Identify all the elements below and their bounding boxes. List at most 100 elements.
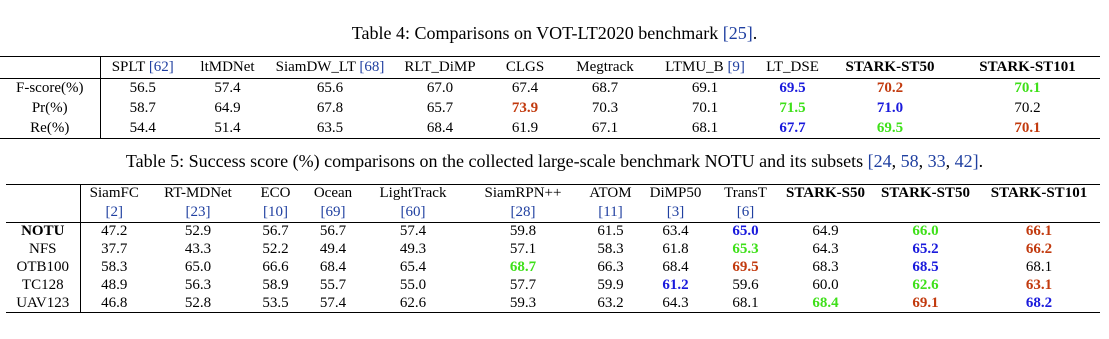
- table5-caption-label: Table 5:: [125, 151, 185, 171]
- table4-header-cell: SPLT [62]: [100, 56, 185, 79]
- table5-ref-cell[interactable]: [11]: [583, 202, 638, 223]
- table5-ref-cell: [873, 202, 978, 223]
- table5-cell: 66.6: [262, 259, 289, 275]
- table5-caption-ref[interactable]: 42]: [954, 151, 979, 171]
- table5-cell: 61.8: [662, 241, 689, 257]
- table5-cell: 68.1: [1025, 259, 1053, 275]
- table5: SiamFC RT-MDNet ECO Ocean LightTrack Sia…: [6, 184, 1100, 313]
- table4-cell: 70.2: [1014, 100, 1041, 116]
- table4-cell: 73.9: [511, 100, 539, 116]
- table5-cell: 60.0: [812, 277, 839, 293]
- table5-cell: 66.3: [597, 259, 624, 275]
- table5-row-label: NFS: [6, 240, 81, 259]
- table5-ref-cell[interactable]: [3]: [638, 202, 713, 223]
- table5-caption-ref[interactable]: 58: [900, 151, 919, 171]
- table5-cell: 52.9: [184, 223, 212, 240]
- table5-cell: 58.3: [597, 241, 624, 257]
- table4-cell: 69.1: [691, 80, 719, 97]
- table5-ref-row: [2] [23] [10] [69] [60] [28] [11] [3] [6…: [6, 202, 1100, 223]
- table5-cell: 56.7: [262, 223, 289, 240]
- table4-cell: 67.7: [779, 119, 806, 136]
- table5-cell: 65.0: [184, 259, 212, 275]
- table4-cell: 65.7: [426, 100, 454, 116]
- table5-cell: 57.4: [319, 294, 347, 311]
- table5-cell: 57.1: [509, 241, 537, 257]
- table5-header-cell: ECO: [260, 185, 291, 202]
- table4-caption-text: Comparisons on VOT-LT2020 benchmark: [414, 23, 719, 43]
- table4-cell: 70.3: [591, 100, 619, 116]
- table5-cell: 68.4: [319, 259, 347, 275]
- table5-row-label: UAV123: [6, 294, 81, 313]
- table5-cell: 66.2: [1025, 241, 1053, 257]
- table5-row-label: NOTU: [6, 222, 81, 241]
- table5-caption-ref[interactable]: [24: [867, 151, 892, 171]
- table5-ref-cell[interactable]: [2]: [80, 202, 148, 223]
- table5-cell: 65.0: [732, 223, 759, 240]
- table4-cell: 56.5: [129, 80, 156, 97]
- table4-cell: 69.5: [779, 80, 806, 97]
- table5-caption-ref[interactable]: 33: [927, 151, 946, 171]
- table5-header-cell: Ocean: [313, 185, 353, 202]
- table5-ref-cell[interactable]: [6]: [713, 202, 778, 223]
- table5-cell: 63.1: [1025, 277, 1053, 293]
- table5-ref-cell[interactable]: [23]: [148, 202, 248, 223]
- table5-ref-cell[interactable]: [60]: [363, 202, 463, 223]
- table5-cell: 37.7: [101, 241, 128, 257]
- table4-cell: 67.1: [591, 119, 619, 136]
- table5-cell: 47.2: [101, 223, 128, 240]
- table4-cell: 57.4: [214, 80, 241, 97]
- table5-cell: 68.7: [509, 259, 537, 275]
- table4-header-cell: STARK-ST50: [825, 56, 955, 79]
- table4-cell: 71.0: [876, 100, 904, 116]
- table4-header-cell: SiamDW_LT [68]: [270, 56, 390, 79]
- table4-cell: 61.9: [511, 119, 539, 136]
- table4-cell: 54.4: [129, 119, 156, 136]
- table4-cell: 65.6: [316, 80, 344, 97]
- table4-header-cell: Megtrack: [560, 56, 650, 79]
- table5-cell: 65.2: [912, 241, 939, 257]
- table5-caption-end: .: [978, 151, 984, 171]
- table5-cell: 53.5: [262, 294, 289, 311]
- table5-caption: Table 5: Success score (%) comparisons o…: [125, 151, 984, 171]
- table4-cell: 67.8: [316, 100, 344, 116]
- table5-ref-cell[interactable]: [10]: [248, 202, 303, 223]
- table5-ref-cell[interactable]: [28]: [463, 202, 583, 223]
- table5-cell: 57.4: [399, 223, 427, 240]
- table5-header-cell: STARK-ST101: [990, 185, 1088, 202]
- table5-cell: 49.3: [399, 241, 427, 257]
- table5-header-cell: RT-MDNet: [164, 185, 232, 202]
- table4-caption-ref[interactable]: [25]: [722, 23, 753, 43]
- table5-header-row: SiamFC RT-MDNet ECO Ocean LightTrack Sia…: [6, 184, 1100, 223]
- table5-header-cell: LightTrack: [379, 185, 447, 202]
- table5-cell: 64.3: [662, 294, 689, 311]
- table4-cell: 70.1: [1014, 80, 1041, 97]
- table5-ref-cell[interactable]: [69]: [303, 202, 363, 223]
- table5-cell: 56.3: [184, 277, 212, 293]
- table4-header-row: SPLT [62] ltMDNet SiamDW_LT [68] RLT_DiM…: [0, 56, 1100, 79]
- table5-cell: 68.2: [1025, 294, 1053, 311]
- table5-cell: 68.1: [732, 294, 759, 311]
- table4-cell: 58.7: [129, 100, 156, 116]
- table5-header-cell: SiamFC: [89, 185, 139, 202]
- table5-cell: 52.2: [262, 241, 289, 257]
- table4-caption-end: .: [752, 23, 758, 43]
- table5-cell: 68.4: [662, 259, 689, 275]
- table5-cell: 57.7: [509, 277, 537, 293]
- table5-cell: 58.3: [101, 259, 128, 275]
- table5-cell: 43.3: [184, 241, 212, 257]
- table4-header-cell: CLGS: [490, 56, 560, 79]
- table4-header-cell: LT_DSE: [760, 56, 825, 79]
- table4-caption: Table 4: Comparisons on VOT-LT2020 bench…: [0, 22, 1109, 44]
- table5-cell: 48.9: [101, 277, 128, 293]
- table5-header-cell: STARK-ST50: [881, 185, 970, 202]
- table5-cell: 66.1: [1025, 223, 1053, 240]
- table4-row-label: Re(%): [0, 118, 101, 139]
- table5-corner-cell: [6, 184, 81, 223]
- table4-row-label: F-score(%): [0, 78, 101, 99]
- table4: SPLT [62] ltMDNet SiamDW_LT [68] RLT_DiM…: [0, 56, 1100, 139]
- table4-caption-label: Table 4:: [351, 23, 410, 43]
